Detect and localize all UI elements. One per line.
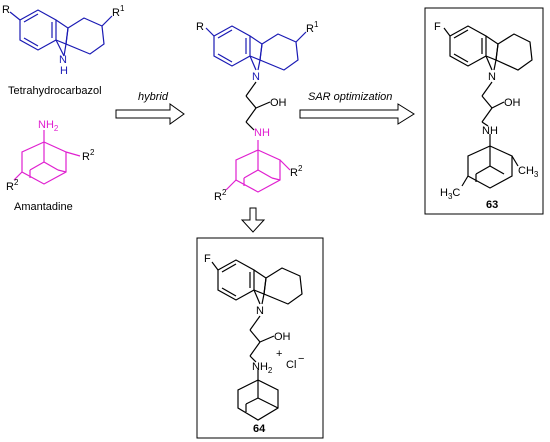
down-arrow: [240, 207, 266, 233]
nh2-atom-amantadine: NH2: [38, 119, 59, 133]
compound-64-box: [196, 237, 324, 439]
nh-atom-1: NH: [254, 127, 270, 139]
r2-atom-4: R2: [214, 188, 227, 203]
oh-atom-1: OH: [270, 97, 287, 109]
r1-atom-2: R1: [306, 20, 319, 35]
amantadine-structure: [13, 130, 81, 185]
f-atom-63: F: [434, 21, 441, 33]
compound-63-box: [424, 7, 544, 215]
r1-atom-1: R1: [112, 4, 125, 19]
hybrid-adamantane: [225, 140, 291, 193]
f-atom-64: F: [204, 253, 211, 265]
oh-atom-63: OH: [504, 97, 521, 109]
minus-charge-64: −: [298, 353, 304, 365]
hybrid-linker: [245, 81, 271, 131]
tetrahydrocarbazol-label: Tetrahydrocarbazol: [8, 85, 102, 97]
compound-63-structure: [443, 25, 533, 189]
hybrid-label: hybrid: [138, 91, 169, 103]
amantadine-label: Amantadine: [14, 201, 73, 213]
compound-63-label: 63: [486, 199, 498, 211]
r2-atom-3: R2: [290, 164, 303, 179]
r-atom-1: R: [2, 4, 10, 16]
compound-64-label: 64: [253, 423, 266, 435]
n-atom-2: N: [252, 71, 260, 83]
r-atom-2: R: [196, 21, 204, 33]
ch3-atom-63: CH3: [518, 165, 539, 179]
cl-atom-64: Cl: [286, 359, 296, 371]
h3c-atom-63: H3C: [440, 187, 460, 201]
sar-label: SAR optimization: [308, 91, 392, 103]
n-atom-1: N: [59, 54, 67, 66]
sar-arrow: [299, 103, 415, 125]
hybrid-carbazole: [205, 25, 307, 71]
h-atom-1: H: [60, 65, 68, 77]
hybrid-arrow: [115, 103, 185, 125]
tetrahydrocarbazole-structure: [9, 9, 113, 57]
oh-atom-64: OH: [274, 331, 291, 343]
r2-atom-2: R2: [6, 178, 19, 193]
n-atom-64: N: [256, 305, 264, 317]
plus-charge-64: +: [276, 348, 282, 360]
r2-atom-1: R2: [82, 148, 95, 163]
compound-64-structure: [211, 259, 303, 421]
n-atom-63: N: [488, 71, 496, 83]
nh-atom-63: NH: [482, 125, 498, 137]
nh2-atom-64: NH2: [252, 361, 273, 375]
